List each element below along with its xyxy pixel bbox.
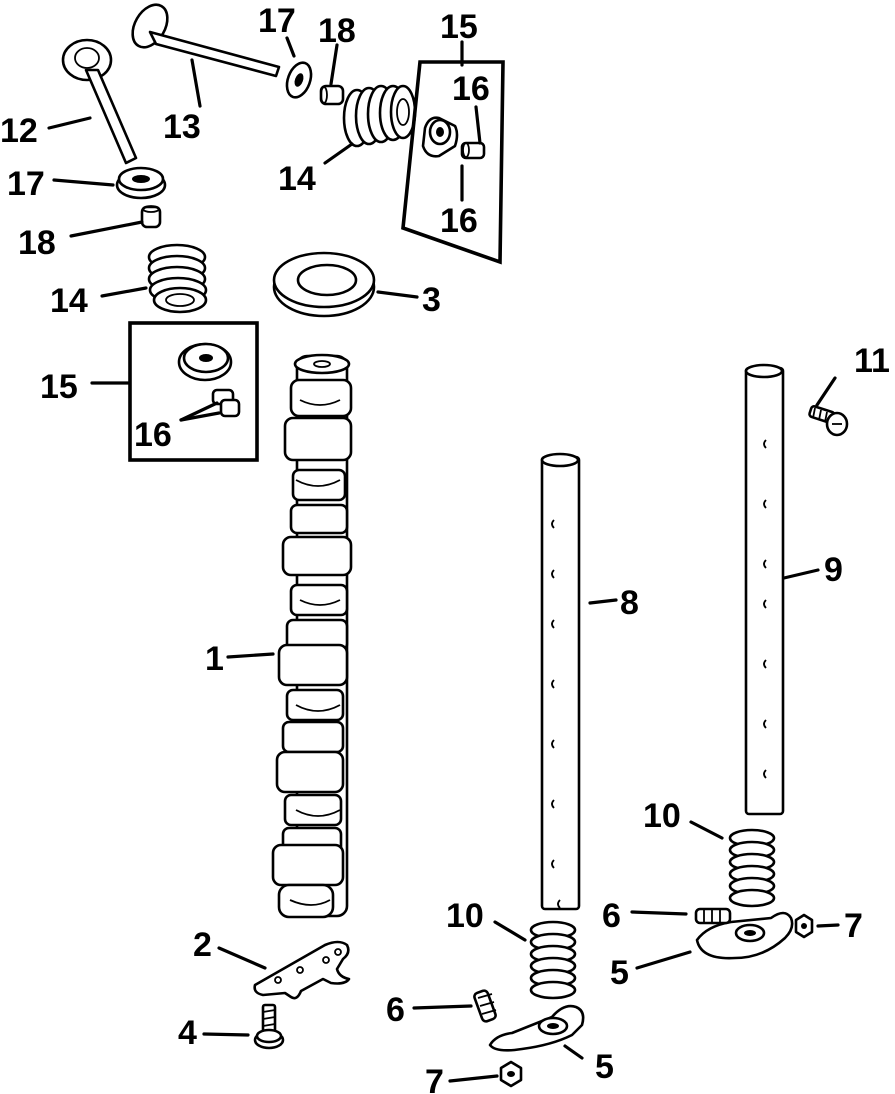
- nut-upper: [794, 913, 814, 939]
- callout-16-top-lower: 16: [440, 202, 478, 240]
- set-screw-upper: [694, 907, 732, 925]
- callout-8: 8: [620, 584, 639, 622]
- callout-15-left: 15: [40, 368, 78, 406]
- rocker-arm-lower: [488, 1004, 585, 1052]
- callout-17-top: 17: [258, 2, 296, 40]
- set-screw-lower: [473, 989, 497, 1023]
- bushing-left: [140, 205, 162, 229]
- rocker-spring-upper: [728, 828, 776, 908]
- valve-spring-top: [342, 84, 417, 148]
- callout-9: 9: [824, 551, 843, 589]
- callout-3: 3: [422, 281, 441, 319]
- callout-1: 1: [205, 640, 224, 678]
- bolt: [253, 1003, 285, 1050]
- bearing-ring: [272, 251, 376, 318]
- callout-14-left: 14: [50, 282, 88, 320]
- kit-box-left: [128, 321, 259, 462]
- rocker-spring-lower: [529, 920, 577, 1000]
- callout-6-right: 6: [602, 897, 621, 935]
- screw: [808, 405, 849, 437]
- callout-17-left: 17: [7, 165, 45, 203]
- thrust-plate: [253, 940, 351, 1000]
- callout-4: 4: [178, 1014, 197, 1052]
- callout-6-left: 6: [386, 991, 405, 1029]
- callout-10-right: 10: [643, 797, 681, 835]
- callout-18-top: 18: [318, 12, 356, 50]
- callout-16-left: 16: [134, 416, 172, 454]
- spring-seat-top: [285, 61, 313, 99]
- callout-5-left: 5: [595, 1048, 614, 1086]
- callout-15-top: 15: [440, 8, 478, 46]
- callout-11: 11: [854, 342, 890, 380]
- spring-seat-left: [115, 166, 167, 200]
- callout-18-left: 18: [18, 224, 56, 262]
- kit-box-top: [401, 60, 505, 265]
- callout-2: 2: [193, 926, 212, 964]
- rocker-shaft-long: [744, 363, 785, 816]
- valve-right: [131, 3, 281, 78]
- valve-spring-left: [147, 243, 208, 314]
- callout-7-right: 7: [844, 907, 863, 945]
- valve-left: [61, 38, 138, 165]
- callout-16-top-upper: 16: [452, 70, 490, 108]
- camshaft: [271, 353, 353, 919]
- bushing-top: [319, 84, 345, 106]
- leader-lines: [47, 36, 840, 1083]
- callout-14-top: 14: [278, 160, 316, 198]
- callout-13: 13: [163, 108, 201, 146]
- callout-10-left: 10: [446, 897, 484, 935]
- nut-lower: [499, 1060, 523, 1088]
- callout-12: 12: [0, 112, 38, 150]
- callout-7-left: 7: [425, 1063, 444, 1094]
- callout-5-right: 5: [610, 954, 629, 992]
- rocker-shaft-short: [540, 452, 581, 911]
